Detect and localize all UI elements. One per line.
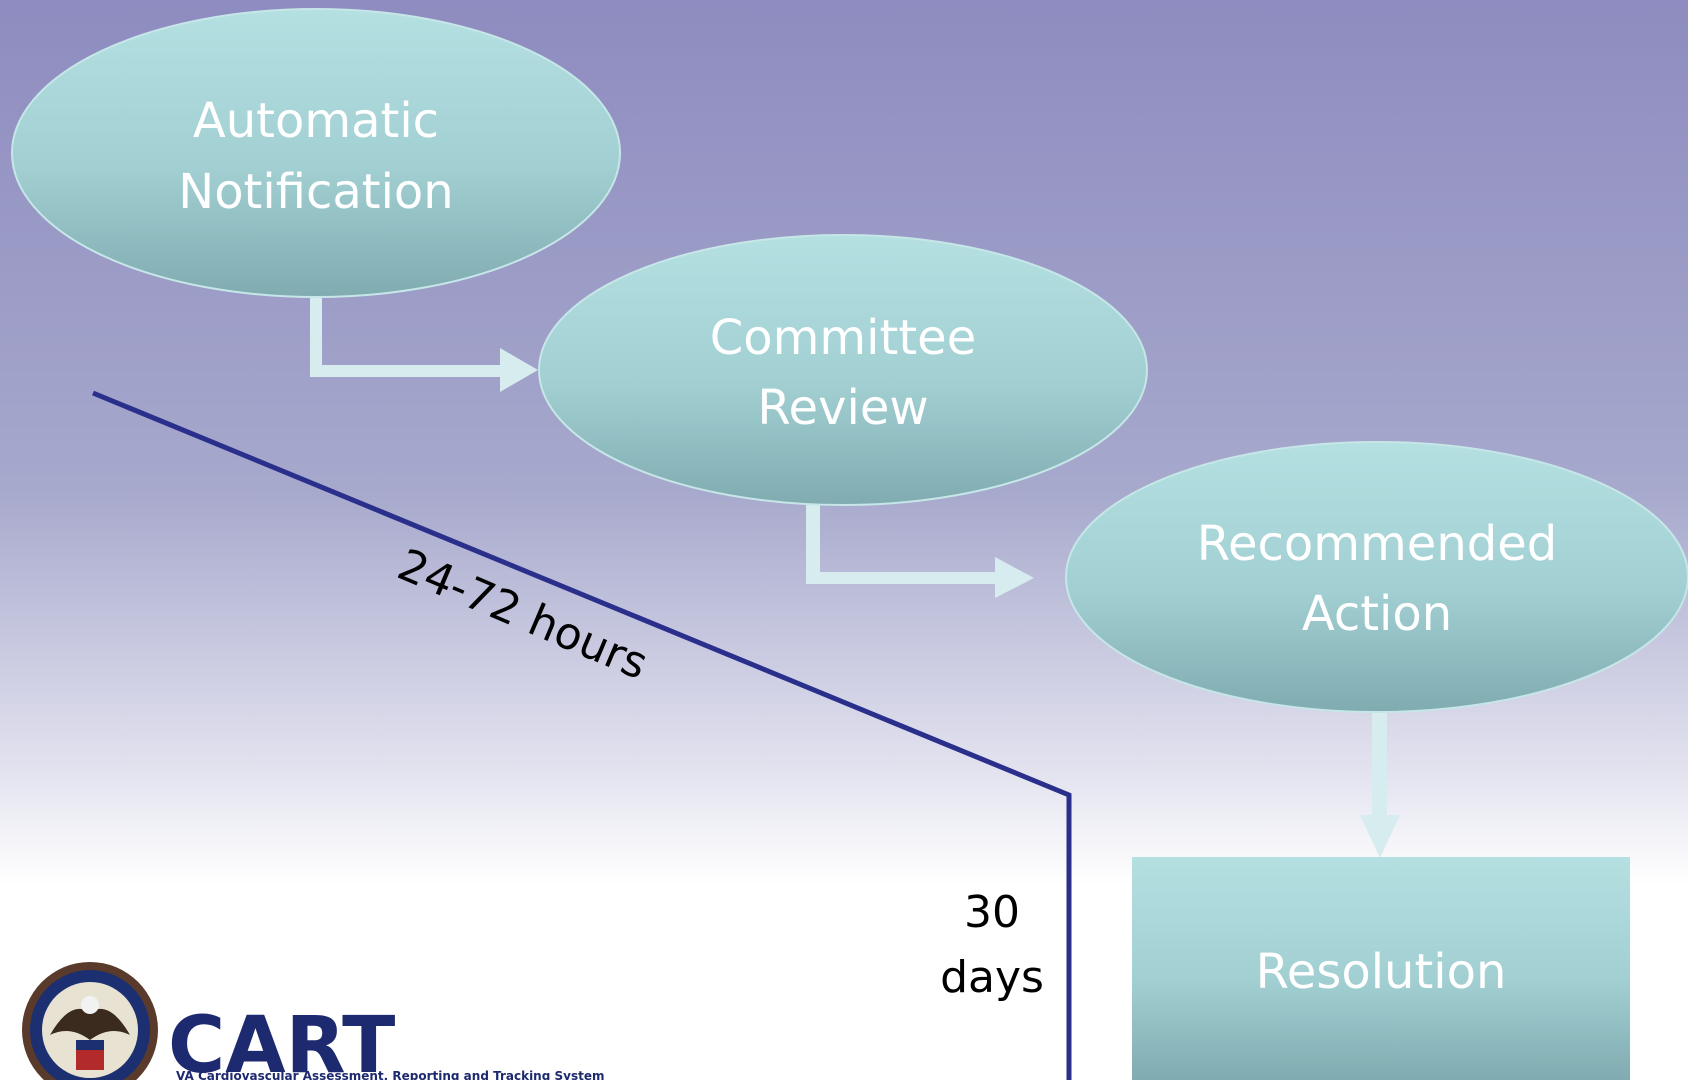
node-recommended-action: Recommended Action: [1065, 441, 1688, 713]
node-recommended-action-line2: Action: [1302, 586, 1452, 642]
node-resolution-label: Resolution: [1256, 944, 1507, 1000]
node-resolution: Resolution: [1132, 857, 1630, 1080]
cart-logo: CART VA Cardiovascular Assessment, Repor…: [22, 962, 604, 1080]
timeline-line: [92, 390, 1072, 1080]
node-committee-review-line1: Committee: [710, 310, 976, 366]
node-automatic-notification: Automatic Notification: [11, 8, 621, 298]
node-committee-review: Committee Review: [538, 234, 1148, 506]
connector-action-to-resolution: [1360, 712, 1400, 858]
va-seal-icon: [22, 962, 158, 1080]
logo-cart-wordmark: CART: [168, 1001, 395, 1080]
interval-30-days-line1: 30: [964, 887, 1020, 938]
logo-subtitle: VA Cardiovascular Assessment, Reporting …: [176, 1069, 604, 1080]
connector-review-to-action: [806, 505, 1034, 598]
node-automatic-notification-line1: Automatic: [193, 93, 439, 149]
node-recommended-action-line1: Recommended: [1197, 516, 1557, 572]
interval-30-days-line2: days: [940, 952, 1044, 1003]
node-committee-review-line2: Review: [757, 380, 928, 436]
node-automatic-notification-line2: Notification: [178, 164, 453, 220]
connector-notification-to-review: [310, 298, 538, 392]
